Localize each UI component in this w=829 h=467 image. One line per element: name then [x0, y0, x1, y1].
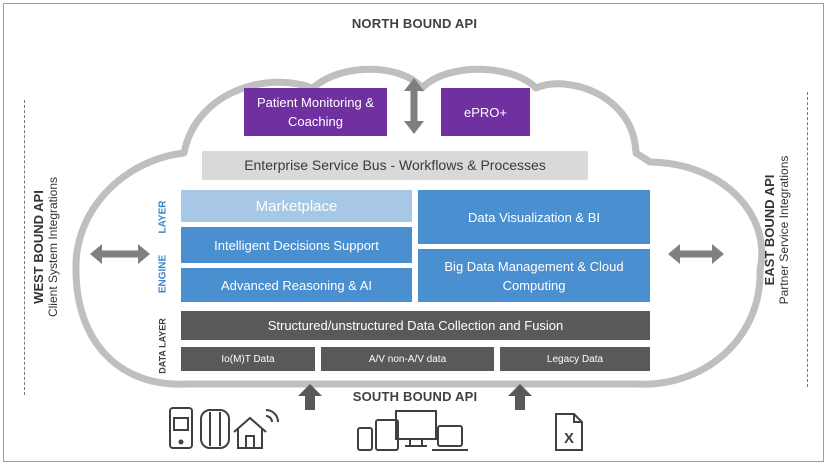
east-divider — [807, 92, 808, 387]
data-source-av: A/V non-A/V data — [321, 347, 494, 371]
marketplace-box: Marketplace — [181, 190, 412, 222]
south-bound-api-title: SOUTH BOUND API — [352, 389, 478, 404]
east-arrow-icon — [668, 244, 724, 264]
west-divider — [24, 100, 25, 395]
svg-text:X: X — [564, 430, 574, 447]
excel-file-icon — [555, 413, 583, 451]
north-bound-api-title: NORTH BOUND API — [351, 16, 478, 31]
big-data-box: Big Data Management & Cloud Computing — [418, 249, 650, 302]
data-collection-box: Structured/unstructured Data Collection … — [181, 311, 650, 340]
west-arrow-icon — [90, 244, 150, 264]
data-source-legacy: Legacy Data — [500, 347, 650, 371]
patient-monitoring-box: Patient Monitoring & Coaching — [244, 88, 387, 136]
smart-home-icon — [233, 409, 279, 449]
multi-device-icon — [357, 410, 468, 451]
enterprise-service-bus: Enterprise Service Bus - Workflows & Pro… — [202, 151, 588, 180]
smartphone-icon — [169, 407, 193, 449]
smartwatch-icon — [200, 409, 230, 449]
intelligent-decisions-box: Intelligent Decisions Support — [181, 227, 412, 263]
south-arrow-right-icon — [508, 384, 532, 410]
data-source-iomt: Io(M)T Data — [181, 347, 315, 371]
data-visualization-box: Data Visualization & BI — [418, 190, 650, 244]
advanced-reasoning-box: Advanced Reasoning & AI — [181, 268, 412, 302]
diagram-frame — [3, 3, 824, 462]
north-arrow-icon — [404, 78, 424, 134]
epro-box: ePRO+ — [441, 88, 530, 136]
south-arrow-left-icon — [298, 384, 322, 410]
